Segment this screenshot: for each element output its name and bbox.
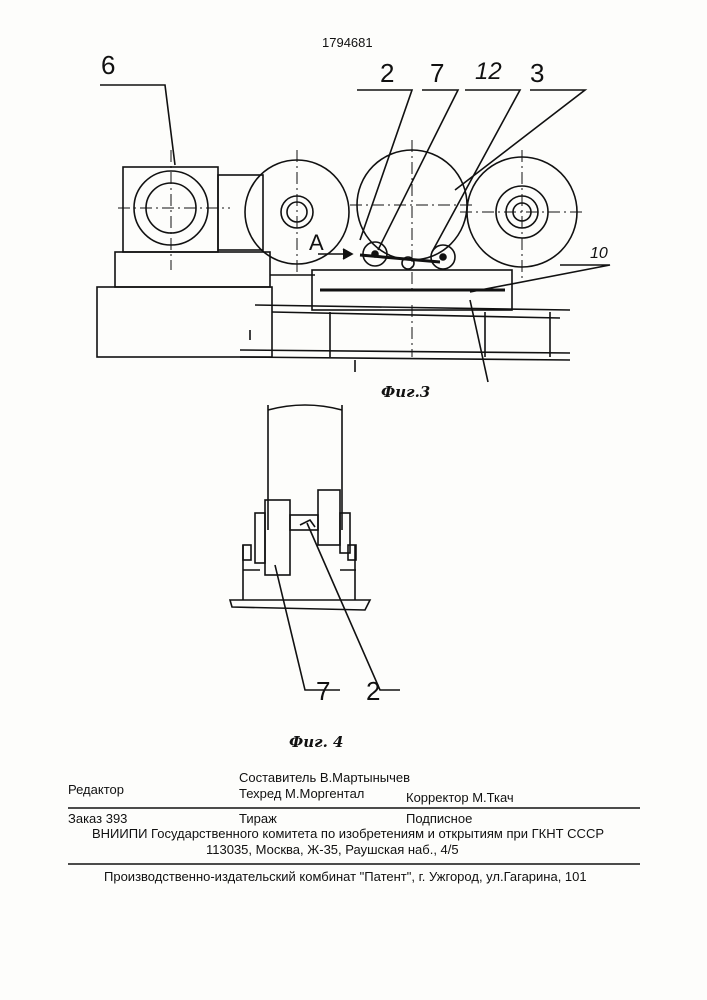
colophon-publisher: Производственно-издательский комбинат "П… [104, 870, 587, 883]
colophon-compiler: Составитель В.Мартынычев [239, 771, 410, 784]
colophon-corrector: Корректор М.Ткач [406, 791, 514, 804]
colophon-techred: Техред М.Моргентал [239, 787, 364, 800]
colophon-organization: ВНИИПИ Государственного комитета по изоб… [92, 827, 604, 840]
colophon-subscription: Подписное [406, 812, 472, 825]
colophon-address: 113035, Москва, Ж-35, Раушская наб., 4/5 [206, 843, 459, 856]
colophon-order: Заказ 393 [68, 812, 127, 825]
colophon-editor: Редактор [68, 783, 124, 796]
colophon-print-run: Тираж [239, 812, 277, 825]
